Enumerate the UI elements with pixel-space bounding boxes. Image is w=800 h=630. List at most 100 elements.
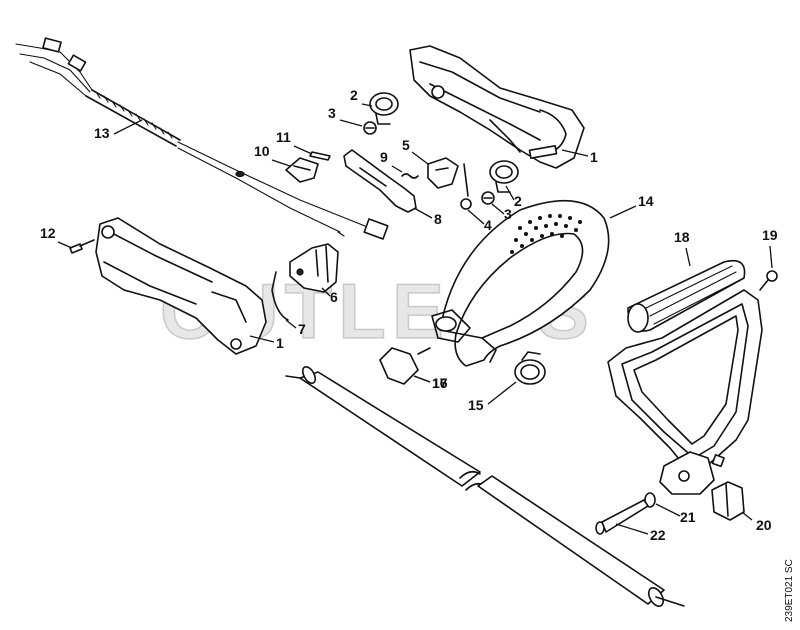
bolt-21 (595, 499, 649, 535)
loop-handle-dot (520, 244, 524, 248)
callout-leader-10 (271, 159, 291, 167)
screw-18 (759, 270, 778, 291)
callout-number-4: 4 (484, 217, 492, 233)
callout-number-2: 2 (350, 87, 358, 103)
callout-leader-22 (615, 523, 649, 535)
callout-number-20: 20 (756, 517, 772, 533)
loop-handle-dot (554, 222, 558, 226)
washer-20 (644, 492, 656, 508)
screw-upper (363, 121, 377, 135)
callout-number-14: 14 (638, 193, 654, 209)
callout-number-7: 7 (298, 321, 306, 337)
callout-number-21: 21 (680, 509, 696, 525)
torsion-spring-7 (271, 271, 289, 321)
callout-leader-3 (339, 119, 363, 127)
callout-number-9: 9 (380, 149, 388, 165)
callout-leader-1 (561, 149, 589, 157)
callout-number-6: 6 (330, 289, 338, 305)
callout-number-1: 1 (590, 149, 598, 165)
callout-leader-12 (57, 241, 73, 249)
callout-leader-8 (413, 207, 433, 219)
lever-bracket (289, 243, 339, 293)
nut-22 (711, 454, 725, 468)
handle-housing-upper (409, 45, 585, 169)
loop-handle-dot (578, 220, 582, 224)
callout-leader-20 (741, 511, 753, 521)
spring-4 (460, 163, 472, 210)
callout-leader-4 (467, 209, 485, 225)
handle-housing-lower (95, 217, 267, 355)
callout-number-10: 10 (254, 143, 270, 159)
loop-handle-dots (510, 214, 582, 254)
loop-handle (431, 199, 610, 367)
loop-handle-dot (560, 234, 564, 238)
loop-handle-dot (534, 226, 538, 230)
callout-leader-6 (321, 287, 331, 297)
contact-spring (309, 151, 331, 161)
callout-number-5: 5 (402, 137, 410, 153)
loop-handle-dot (514, 238, 518, 242)
clamp-block (711, 481, 745, 521)
callout-leader-21 (655, 503, 681, 517)
grip-sleeve (627, 259, 746, 333)
loop-handle-dot (524, 232, 528, 236)
callout-number-17: 17 (432, 375, 448, 391)
callout-leader-15 (487, 381, 517, 405)
clamp-upper (369, 92, 399, 125)
callout-number-11: 11 (276, 129, 291, 145)
loop-handle-dot (518, 226, 522, 230)
callout-leader-1 (249, 335, 275, 343)
clamp-lower (489, 160, 519, 193)
bike-handle-frame (607, 289, 763, 495)
callout-number-19: 19 (762, 227, 778, 243)
loop-handle-dot (548, 214, 552, 218)
callout-leader-3 (491, 203, 505, 215)
callout-leader-7 (285, 319, 297, 329)
loop-handle-dot (510, 250, 514, 254)
callout-leader-2 (505, 185, 515, 201)
callout-number-1: 1 (276, 335, 284, 351)
throttle-lock (427, 157, 459, 189)
loop-handle-dot (558, 214, 562, 218)
callout-leader-5 (411, 151, 429, 165)
clamp-15 (514, 351, 546, 385)
loop-handle-dot (550, 232, 554, 236)
throttle-trigger (343, 149, 417, 213)
callout-number-15: 15 (468, 397, 484, 413)
callout-number-8: 8 (434, 211, 442, 227)
loop-handle-dot (564, 224, 568, 228)
torsion-spring-small (401, 173, 419, 179)
callout-number-18: 18 (674, 229, 690, 245)
callout-leader-13 (113, 119, 143, 135)
callout-leader-14 (609, 205, 637, 219)
loop-handle-dot (538, 216, 542, 220)
callout-number-3: 3 (504, 206, 512, 222)
screw-12 (69, 239, 95, 254)
loop-handle-dot (530, 238, 534, 242)
loop-handle-dot (544, 224, 548, 228)
loop-handle-dot (528, 220, 532, 224)
drawing-code: 239ET021 SC (784, 559, 795, 622)
screw-lower (481, 191, 495, 205)
loop-handle-dot (568, 216, 572, 220)
wing-knob (379, 347, 431, 385)
wiring-harness (15, 37, 389, 240)
callout-leader-2 (361, 103, 373, 107)
callout-leader-18 (685, 247, 691, 267)
callout-number-3: 3 (328, 105, 336, 121)
callout-number-2: 2 (514, 193, 522, 209)
loop-handle-dot (540, 234, 544, 238)
callout-number-22: 22 (650, 527, 666, 543)
callout-leader-11 (293, 145, 313, 155)
callout-number-16: 16 (432, 375, 448, 391)
callout-number-12: 12 (40, 225, 56, 241)
callout-leader-9 (391, 165, 403, 173)
switch (285, 157, 319, 183)
callout-leader-19 (769, 245, 773, 269)
loop-handle-dot (574, 228, 578, 232)
drive-tube (285, 366, 685, 607)
callout-number-13: 13 (94, 125, 110, 141)
callout-leader-17 (413, 375, 431, 383)
